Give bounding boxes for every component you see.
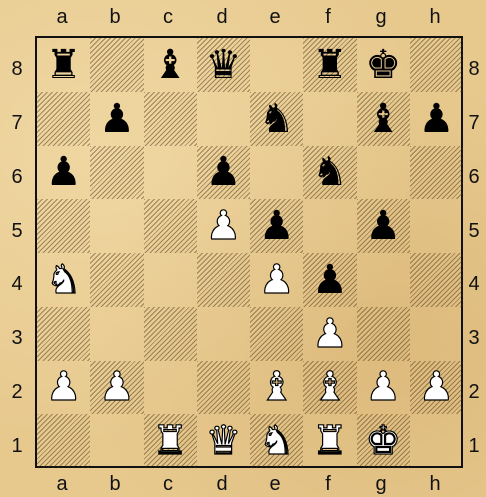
square-b1[interactable] [90,414,143,468]
square-c7[interactable] [144,92,197,146]
file-label-bottom-c: c [148,474,188,494]
rank-label-left-6: 6 [6,167,28,187]
rank-label-right-5: 5 [463,221,485,241]
black-rook-f8-icon[interactable]: ♜ [303,38,356,92]
white-pawn-d5-icon[interactable]: ♟ [197,199,250,253]
square-a3[interactable] [37,307,90,361]
square-h1[interactable] [410,414,463,468]
square-e3[interactable] [250,307,303,361]
white-pawn-e4-icon[interactable]: ♟ [250,253,303,307]
rank-label-left-4: 4 [6,274,28,294]
rank-label-left-2: 2 [6,382,28,402]
file-label-top-h: h [415,7,455,27]
black-queen-d8-icon[interactable]: ♛ [197,38,250,92]
black-knight-e7-icon[interactable]: ♞ [250,92,303,146]
rank-label-left-5: 5 [6,221,28,241]
rank-label-right-1: 1 [463,436,485,456]
file-label-top-f: f [308,7,348,27]
file-label-bottom-b: b [95,474,135,494]
black-bishop-g7-icon[interactable]: ♝ [357,92,410,146]
square-g3[interactable] [357,307,410,361]
black-pawn-b7-icon[interactable]: ♟ [90,92,143,146]
file-label-top-b: b [95,7,135,27]
black-pawn-f4-icon[interactable]: ♟ [303,253,356,307]
file-label-top-e: e [255,7,295,27]
rank-label-right-7: 7 [463,113,485,133]
rank-label-left-3: 3 [6,328,28,348]
square-g6[interactable] [357,146,410,200]
rank-label-right-2: 2 [463,382,485,402]
rank-label-left-1: 1 [6,436,28,456]
square-a7[interactable] [37,92,90,146]
square-h3[interactable] [410,307,463,361]
file-label-bottom-d: d [202,474,242,494]
rank-label-left-7: 7 [6,113,28,133]
white-knight-a4-icon[interactable]: ♞ [37,253,90,307]
square-g4[interactable] [357,253,410,307]
square-b5[interactable] [90,199,143,253]
square-c6[interactable] [144,146,197,200]
file-label-top-g: g [361,7,401,27]
white-pawn-a2-icon[interactable]: ♟ [37,361,90,415]
black-pawn-h7-icon[interactable]: ♟ [410,92,463,146]
white-pawn-h2-icon[interactable]: ♟ [410,361,463,415]
square-d7[interactable] [197,92,250,146]
black-pawn-g5-icon[interactable]: ♟ [357,199,410,253]
black-pawn-e5-icon[interactable]: ♟ [250,199,303,253]
rank-label-right-6: 6 [463,167,485,187]
square-b8[interactable] [90,38,143,92]
white-pawn-f3-icon[interactable]: ♟ [303,307,356,361]
black-rook-a8-icon[interactable]: ♜ [37,38,90,92]
square-d2[interactable] [197,361,250,415]
file-label-bottom-f: f [308,474,348,494]
white-king-g1-icon[interactable]: ♚ [357,414,410,468]
white-bishop-f2-icon[interactable]: ♝ [303,361,356,415]
black-knight-f6-icon[interactable]: ♞ [303,146,356,200]
white-pawn-g2-icon[interactable]: ♟ [357,361,410,415]
rank-label-right-3: 3 [463,328,485,348]
square-c4[interactable] [144,253,197,307]
square-b4[interactable] [90,253,143,307]
white-bishop-e2-icon[interactable]: ♝ [250,361,303,415]
rank-label-left-8: 8 [6,59,28,79]
file-label-bottom-h: h [415,474,455,494]
chess-board: ♜♝♛♜♚♟♞♝♟♟♟♞♟♟♟♞♟♟♟♟♟♝♝♟♟♜♛♞♜♚ [35,36,463,468]
white-knight-e1-icon[interactable]: ♞ [250,414,303,468]
file-label-top-c: c [148,7,188,27]
square-h6[interactable] [410,146,463,200]
black-bishop-c8-icon[interactable]: ♝ [144,38,197,92]
rank-label-right-4: 4 [463,274,485,294]
square-d4[interactable] [197,253,250,307]
white-rook-f1-icon[interactable]: ♜ [303,414,356,468]
square-e8[interactable] [250,38,303,92]
square-a1[interactable] [37,414,90,468]
square-h5[interactable] [410,199,463,253]
square-b6[interactable] [90,146,143,200]
white-queen-d1-icon[interactable]: ♛ [197,414,250,468]
white-rook-c1-icon[interactable]: ♜ [144,414,197,468]
square-d3[interactable] [197,307,250,361]
square-f5[interactable] [303,199,356,253]
square-h4[interactable] [410,253,463,307]
file-label-bottom-a: a [42,474,82,494]
file-label-bottom-e: e [255,474,295,494]
square-e6[interactable] [250,146,303,200]
file-label-bottom-g: g [361,474,401,494]
file-label-top-d: d [202,7,242,27]
square-a5[interactable] [37,199,90,253]
black-pawn-d6-icon[interactable]: ♟ [197,146,250,200]
black-king-g8-icon[interactable]: ♚ [357,38,410,92]
rank-label-right-8: 8 [463,59,485,79]
white-pawn-b2-icon[interactable]: ♟ [90,361,143,415]
square-c5[interactable] [144,199,197,253]
square-c3[interactable] [144,307,197,361]
file-label-top-a: a [42,7,82,27]
square-c2[interactable] [144,361,197,415]
square-f7[interactable] [303,92,356,146]
square-h8[interactable] [410,38,463,92]
black-pawn-a6-icon[interactable]: ♟ [37,146,90,200]
square-b3[interactable] [90,307,143,361]
